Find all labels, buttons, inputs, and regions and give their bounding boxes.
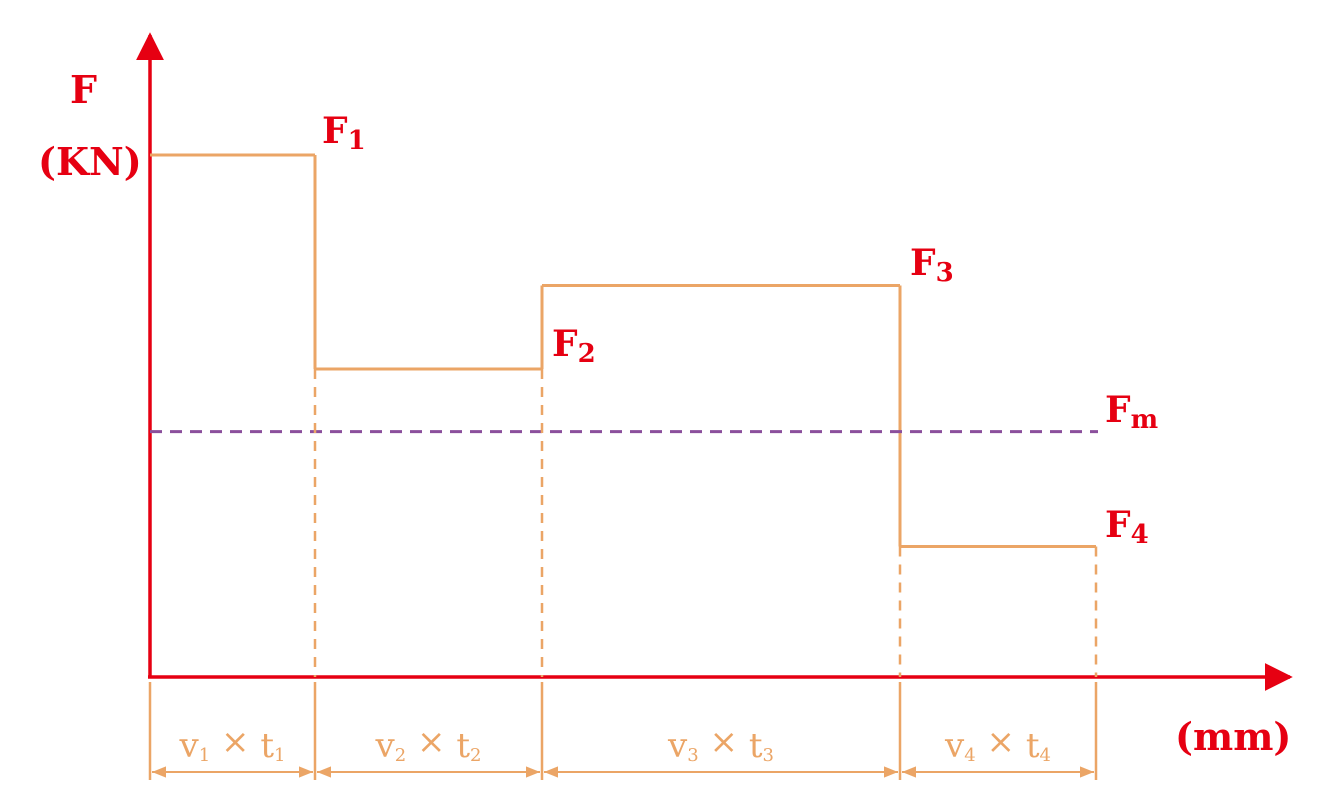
segment-dividers [313, 369, 1098, 677]
force-label-3: F3 [910, 242, 954, 288]
force-label-4: F4 [1105, 504, 1149, 550]
y-axis-unit: (KN) [38, 139, 142, 184]
segment-label-4: v4 × t4 [944, 722, 1051, 766]
force-label-1: F1 [322, 110, 366, 156]
segment-label-3: v3 × t3 [667, 722, 774, 766]
segment-label-1: v1 × t1 [179, 722, 286, 766]
y-axis-label: F [70, 67, 97, 112]
segment-labels: v1 × t1 v2 × t2 v3 × t3 v4 × t4 [179, 722, 1051, 766]
x-axis-unit: (mm) [1175, 714, 1291, 759]
force-label-2: F2 [552, 323, 596, 369]
segment-label-2: v2 × t2 [375, 722, 482, 766]
force-step-profile [150, 153, 1096, 548]
segment-dimensions [148, 682, 1098, 780]
mean-force-label: Fm [1105, 389, 1158, 435]
